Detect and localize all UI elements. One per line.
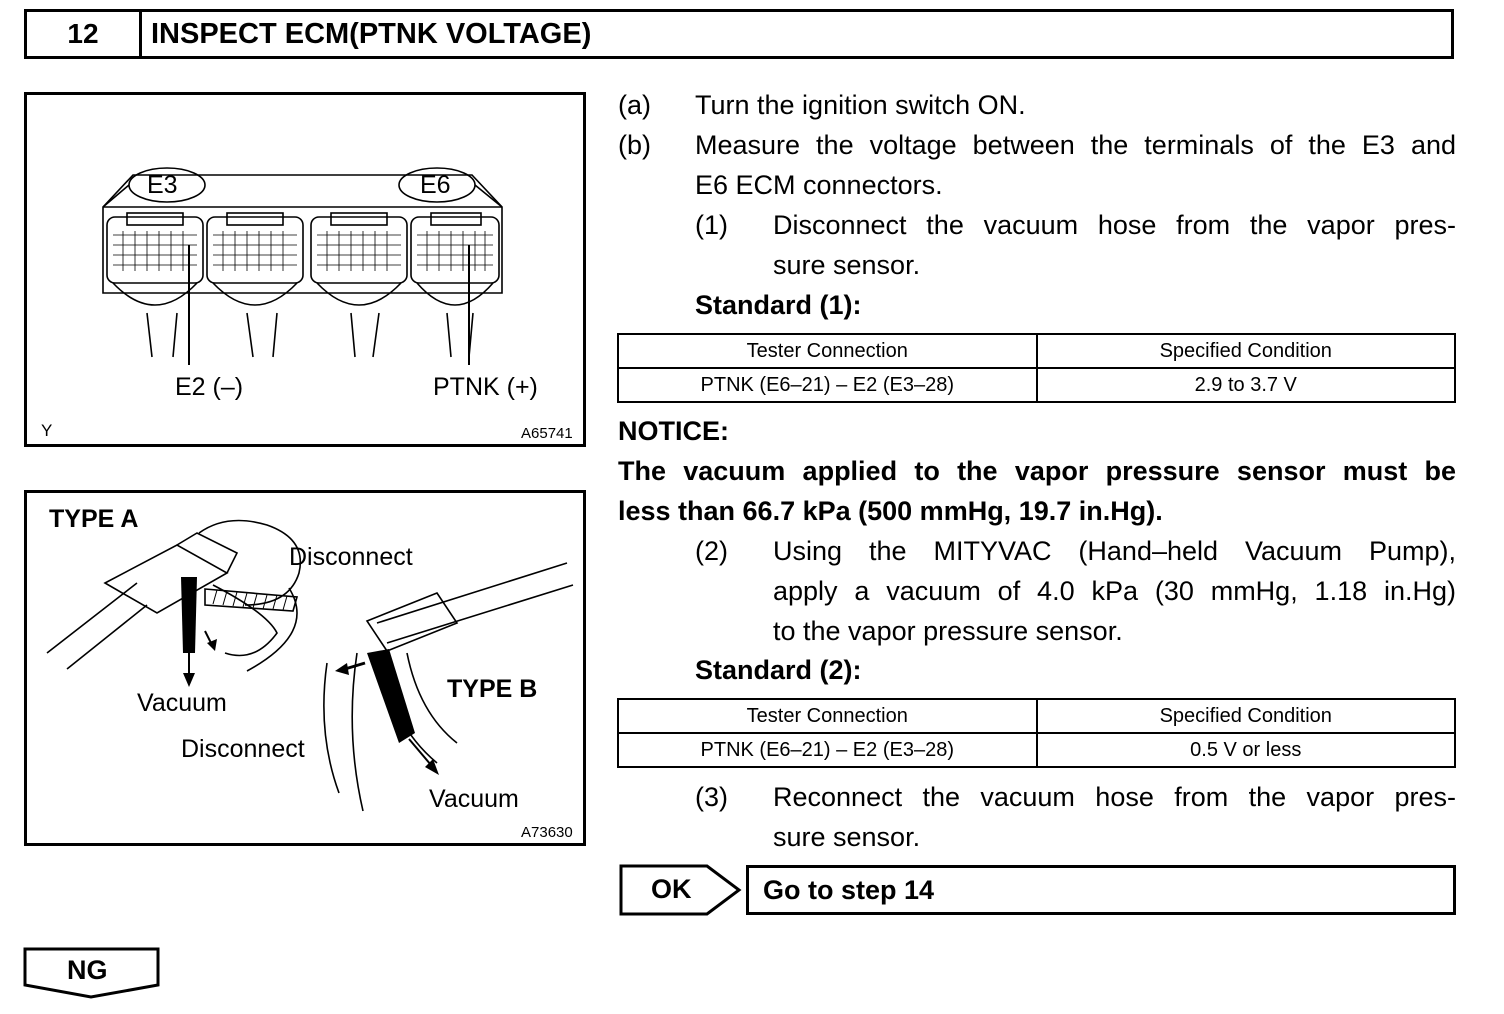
ok-action-box: Go to step 14 <box>746 865 1456 915</box>
type-a-label: TYPE A <box>49 505 139 533</box>
step-b-line1: Measure the voltage between the terminal… <box>695 130 1456 160</box>
vacuum-hose-figure: TYPE A Disconnect Vacuum TYPE B Disconne… <box>24 490 586 846</box>
standard-1-table: Tester Connection Specified Condition PT… <box>617 333 1456 403</box>
standard-2-table: Tester Connection Specified Condition PT… <box>617 698 1456 768</box>
substep-2-line1: Using the MITYVAC (Hand–held Vacuum Pump… <box>773 536 1456 566</box>
notice-label: NOTICE: <box>618 416 729 446</box>
table-header-row: Tester Connection Specified Condition <box>617 698 1456 734</box>
vacuum-hose-drawing <box>46 519 574 812</box>
step-b-marker: (b) <box>618 130 651 160</box>
ok-label: OK <box>651 874 692 904</box>
corner-mark: Y <box>41 421 53 440</box>
step-title: INSPECT ECM(PTNK VOLTAGE) <box>151 17 592 50</box>
substep-2-marker: (2) <box>695 536 728 566</box>
table-row: PTNK (E6–21) – E2 (E3–28) 2.9 to 3.7 V <box>617 367 1456 403</box>
ng-arrow-box: NG <box>23 947 161 999</box>
step-a-text: Turn the ignition switch ON. <box>695 90 1026 120</box>
table-cell: 2.9 to 3.7 V <box>1035 367 1456 403</box>
substep-2-line2: apply a vacuum of 4.0 kPa (30 mmHg, 1.18… <box>773 576 1456 606</box>
connector-e6-label: E6 <box>420 171 451 199</box>
substep-3-line2: sure sensor. <box>773 822 921 852</box>
ng-label: NG <box>67 955 108 985</box>
table-header-cell: Specified Condition <box>1035 333 1456 369</box>
substep-1-marker: (1) <box>695 210 728 240</box>
figure-code: A73630 <box>521 824 573 841</box>
substep-2-line3: to the vapor pressure sensor. <box>773 616 1123 646</box>
substep-1-line1: Disconnect the vacuum hose from the vapo… <box>773 210 1456 240</box>
table-header-row: Tester Connection Specified Condition <box>617 333 1456 369</box>
vacuum-a-label: Vacuum <box>137 689 227 717</box>
table-header-cell: Tester Connection <box>617 698 1038 734</box>
substep-1-line2: sure sensor. <box>773 250 921 280</box>
ecm-connector-figure: E3 E6 E2 (–) PTNK (+) Y A65741 <box>24 92 586 447</box>
connector-e3-label: E3 <box>147 171 178 199</box>
table-cell: PTNK (E6–21) – E2 (E3–28) <box>617 732 1038 768</box>
type-b-label: TYPE B <box>447 675 538 703</box>
substep-3-marker: (3) <box>695 782 728 812</box>
vacuum-b-label: Vacuum <box>429 785 519 813</box>
ok-arrow-box: OK <box>619 864 743 916</box>
substep-3-line1: Reconnect the vacuum hose from the vapor… <box>773 782 1456 812</box>
step-a-marker: (a) <box>618 90 651 120</box>
step-number: 12 <box>27 12 142 56</box>
table-cell: PTNK (E6–21) – E2 (E3–28) <box>617 367 1038 403</box>
table-cell: 0.5 V or less <box>1035 732 1456 768</box>
table-header-cell: Specified Condition <box>1035 698 1456 734</box>
disconnect-b-label: Disconnect <box>181 735 305 763</box>
disconnect-a-label: Disconnect <box>289 543 413 571</box>
step-header: 12 INSPECT ECM(PTNK VOLTAGE) <box>24 9 1454 59</box>
ground-terminal-label: E2 (–) <box>175 373 244 401</box>
ok-action-text: Go to step 14 <box>763 874 935 905</box>
standard-2-label: Standard (2): <box>695 655 862 685</box>
ok-arrow-shape <box>619 864 742 916</box>
notice-line2: less than 66.7 kPa (500 mmHg, 19.7 in.Hg… <box>618 496 1163 526</box>
step-b-line2: E6 ECM connectors. <box>695 170 943 200</box>
ecm-connector-drawing <box>102 167 503 365</box>
table-row: PTNK (E6–21) – E2 (E3–28) 0.5 V or less <box>617 732 1456 768</box>
ng-arrow-shape <box>23 947 160 999</box>
notice-line1: The vacuum applied to the vapor pressure… <box>618 456 1456 486</box>
table-header-cell: Tester Connection <box>617 333 1038 369</box>
signal-terminal-label: PTNK (+) <box>433 373 538 401</box>
figure-code: A65741 <box>521 425 573 442</box>
standard-1-label: Standard (1): <box>695 290 862 320</box>
